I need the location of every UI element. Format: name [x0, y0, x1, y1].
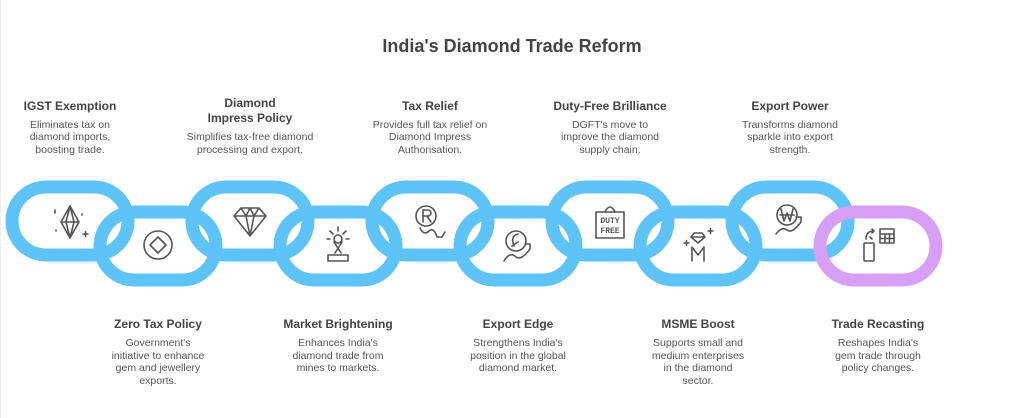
- step-description: Supports small and medium enterprises in…: [651, 337, 745, 387]
- phone-calculator-icon: [863, 228, 895, 262]
- step-title: Export Edge: [482, 317, 554, 331]
- step-title: Zero Tax Policy: [114, 317, 202, 331]
- chain-link-6: [453, 205, 583, 287]
- shining-ring-icon: [326, 226, 350, 262]
- step-title: MSME Boost: [661, 317, 735, 331]
- step-title: Duty-Free Brilliance: [553, 98, 667, 113]
- diagram-title: India's Diamond Trade Reform: [382, 36, 642, 56]
- step-title: Diamond Impress Policy: [207, 96, 293, 125]
- won-up-icon: [775, 204, 802, 235]
- diamond-m-icon: [683, 227, 714, 262]
- rupee-down-icon: [415, 205, 446, 238]
- step-title: Trade Recasting: [831, 317, 925, 331]
- step-title: Export Power: [751, 98, 829, 113]
- step-description: Eliminates tax on diamond imports, boost…: [29, 118, 111, 156]
- chain-link-9: [725, 180, 855, 262]
- chain-link-3: [185, 180, 315, 262]
- step-description: Simplifies tax-free diamond processing a…: [186, 131, 314, 156]
- chain-link-4: [273, 205, 403, 287]
- chain-link-1: [5, 180, 135, 262]
- chain-link-10: [813, 205, 943, 287]
- duty-text: DUTY: [600, 217, 619, 226]
- duty-free-bag-icon: DUTY FREE: [595, 206, 625, 239]
- free-text: FREE: [600, 227, 619, 236]
- currency-up-icon: [503, 230, 531, 262]
- step-description: Enhances India's diamond trade from mine…: [292, 337, 384, 374]
- left-border: [0, 0, 1, 418]
- step-description: Reshapes India's gem trade through polic…: [835, 337, 921, 374]
- step-description: Strengthens India's position in the glob…: [470, 337, 566, 374]
- coin-diamond-icon: [143, 230, 173, 260]
- step-description: Transforms diamond sparkle into export s…: [742, 118, 838, 156]
- chain-link-7: [545, 180, 675, 262]
- step-description: Government's initiative to enhance gem a…: [111, 337, 205, 387]
- step-title: Market Brightening: [283, 317, 393, 331]
- chain-link-5: [365, 180, 495, 262]
- chain-link-8: [633, 205, 763, 287]
- sparkling-diamond-icon: [54, 205, 89, 239]
- step-description: Provides full tax relief on Diamond Impr…: [372, 118, 488, 156]
- step-description: DGFT's move to improve the diamond suppl…: [560, 118, 660, 156]
- chain-link-2: [93, 205, 223, 287]
- step-title: Tax Relief: [402, 98, 458, 113]
- diamond-icon: [233, 207, 267, 237]
- step-title: IGST Exemption: [23, 98, 117, 113]
